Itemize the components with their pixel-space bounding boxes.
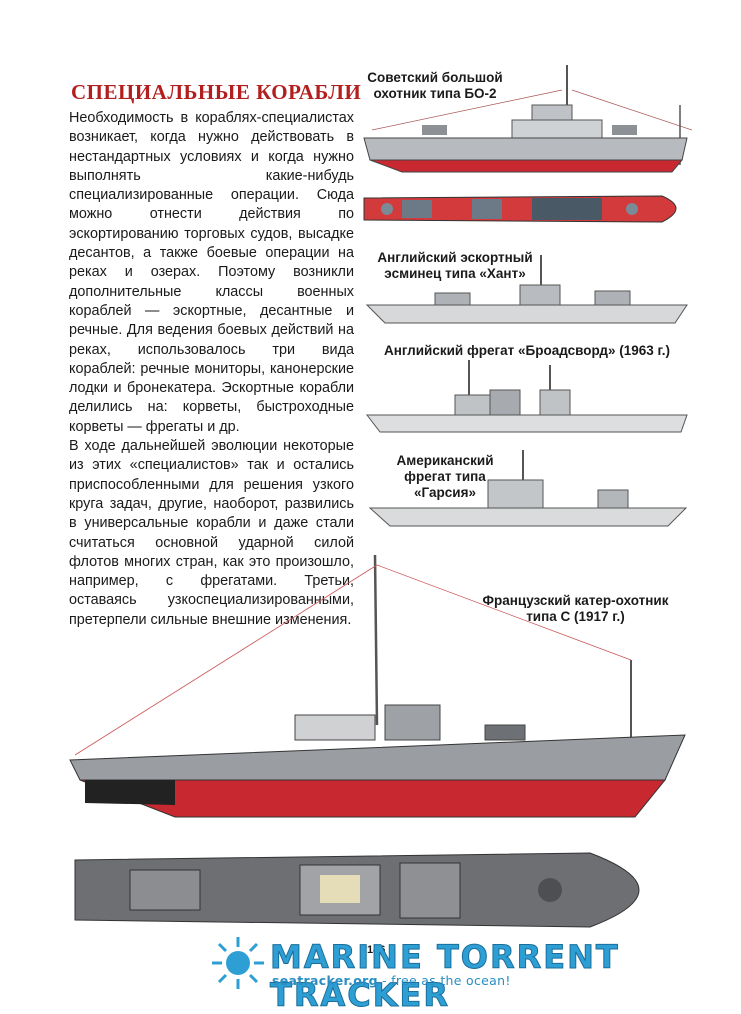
watermark-subtitle: seatracker.org - free as the ocean!	[272, 973, 511, 988]
watermark-site[interactable]: seatracker.org	[272, 973, 378, 988]
caption-bo2: Советский большой охотник типа БО-2	[367, 70, 503, 101]
hunt-illustration	[365, 255, 688, 324]
caption-garcia: Американский фрегат типа «Гарсия»	[396, 453, 494, 500]
caption-hunt: Английский эскортный эсминец типа «Хант»	[377, 250, 533, 281]
sun-logo-icon	[212, 937, 264, 989]
caption-broadsword: Английский фрегат «Броадсворд» (1963 г.)	[383, 343, 671, 358]
watermark-tagline: - free as the ocean!	[377, 973, 511, 988]
body-text: Необходимость в кораблях-специалистах во…	[69, 109, 354, 630]
bo2-side-illustration	[363, 65, 692, 173]
paragraph: Необходимость в кораблях-специалистах во…	[69, 110, 354, 435]
type-c-side-illustration	[69, 555, 686, 818]
bo2-top-illustration	[363, 195, 677, 223]
broadsword-illustration	[365, 360, 688, 433]
paragraph: В ходе дальнейшей эволюции некоторые из …	[69, 438, 354, 628]
page-number: 146	[367, 944, 386, 956]
type-c-top-illustration	[74, 852, 640, 928]
caption-type-c: Французский катер-охотник типа С (1917 г…	[482, 593, 669, 624]
page-title: СПЕЦИАЛЬНЫЕ КОРАБЛИ	[71, 80, 362, 104]
garcia-illustration	[368, 450, 688, 527]
